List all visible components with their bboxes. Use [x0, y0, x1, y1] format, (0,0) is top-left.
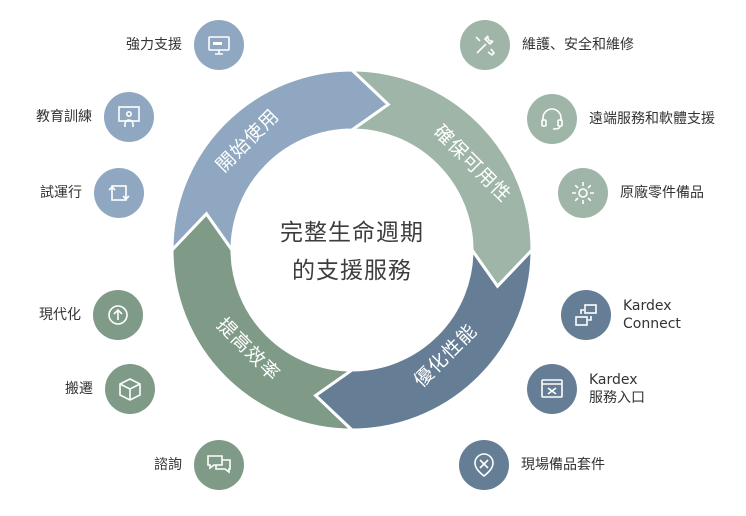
- item-label-line1: Kardex: [623, 298, 672, 314]
- headset-icon: [527, 94, 577, 144]
- center-disc: [232, 130, 472, 370]
- kit-icon: [459, 440, 509, 490]
- item-modernization: 現代化: [39, 290, 143, 340]
- item-label: 現場備品套件: [521, 457, 605, 473]
- item-label-line1: Kardex: [589, 372, 638, 388]
- item-onsite-kit: 現場備品套件: [459, 440, 605, 490]
- item-label: 諮詢: [154, 457, 182, 473]
- item-kardex-connect: Kardex Connect: [561, 290, 681, 340]
- item-consulting: 諮詢: [154, 440, 244, 490]
- item-label-line2: 服務入口: [589, 390, 645, 406]
- item-trial-run: 試運行: [40, 168, 144, 218]
- item-remote-service: 遠端服務和軟體支援: [527, 94, 715, 144]
- item-label: 強力支援: [126, 37, 182, 53]
- upgrade-icon: [93, 290, 143, 340]
- portal-icon: [527, 364, 577, 414]
- gear-icon: [558, 168, 608, 218]
- item-label: 教育訓練: [36, 109, 92, 125]
- item-strong-support: 強力支援: [126, 20, 244, 70]
- item-label: Kardex Connect: [623, 297, 681, 333]
- trial-run-icon: [94, 168, 144, 218]
- center-title-line1: 完整生命週期: [280, 220, 424, 246]
- item-spare-parts: 原廠零件備品: [558, 168, 704, 218]
- item-label: 維護、安全和維修: [522, 37, 634, 53]
- item-training: 教育訓練: [36, 92, 154, 142]
- item-kardex-portal: Kardex 服務入口: [527, 364, 645, 414]
- box-icon: [105, 364, 155, 414]
- item-label: Kardex 服務入口: [589, 371, 645, 407]
- item-maintenance: 維護、安全和維修: [460, 20, 634, 70]
- item-relocation: 搬遷: [65, 364, 155, 414]
- monitor-icon: [194, 20, 244, 70]
- item-label: 現代化: [39, 307, 81, 323]
- center-title-line2: 的支援服務: [292, 258, 412, 284]
- item-label: 搬遷: [65, 381, 93, 397]
- chat-icon: [194, 440, 244, 490]
- item-label: 試運行: [40, 185, 82, 201]
- presentation-icon: [104, 92, 154, 142]
- connect-icon: [561, 290, 611, 340]
- item-label-line2: Connect: [623, 316, 681, 332]
- item-label: 遠端服務和軟體支援: [589, 111, 715, 127]
- tools-icon: [460, 20, 510, 70]
- item-label: 原廠零件備品: [620, 185, 704, 201]
